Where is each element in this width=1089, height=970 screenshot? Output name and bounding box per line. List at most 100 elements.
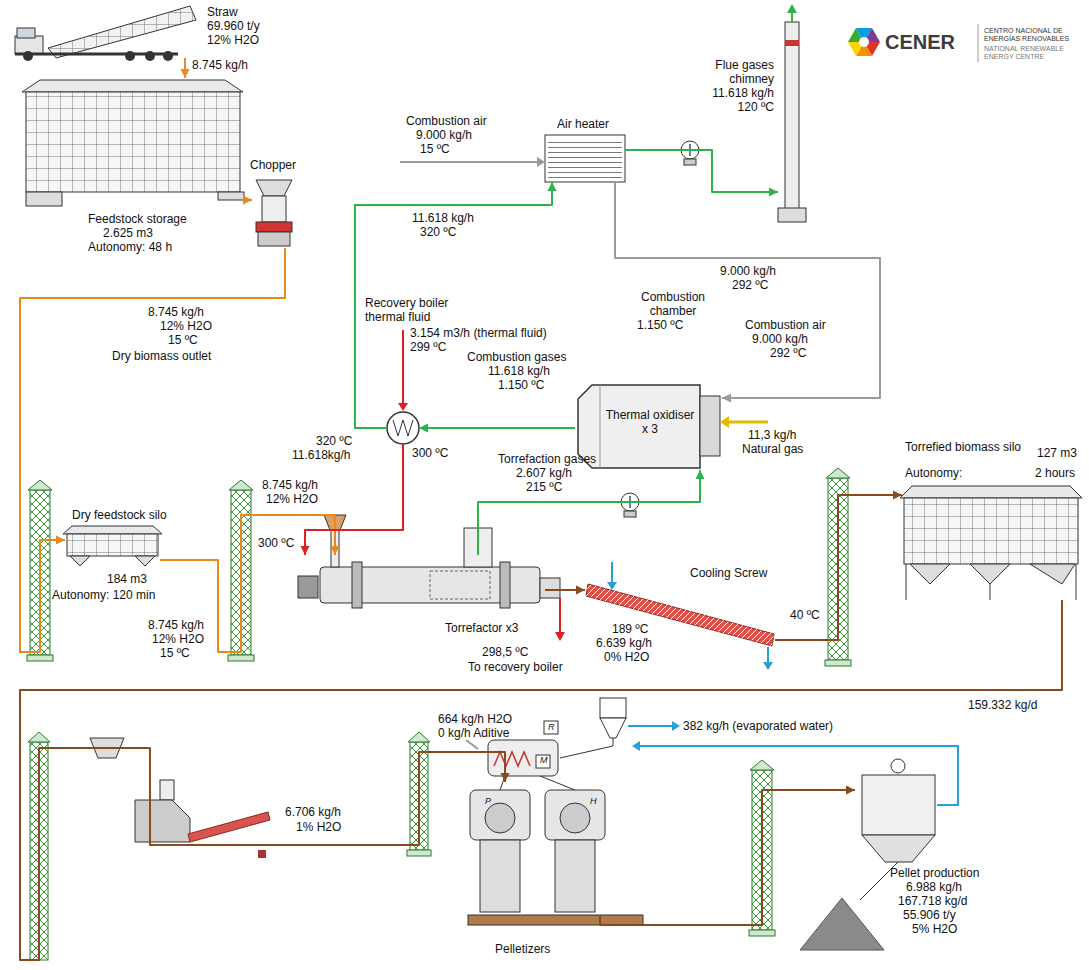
- air-heater-part: [537, 157, 545, 167]
- torrefactor-part: [500, 562, 510, 608]
- logo-text: CENER: [885, 31, 955, 53]
- equipment-label: Autonomy: 48 h: [88, 240, 172, 254]
- chimney: [778, 4, 806, 222]
- pelletizer-machines-part: [485, 803, 515, 833]
- arrow-head: [893, 491, 902, 500]
- cener-logo: [848, 24, 978, 62]
- dry-feedstock-silo-part: [70, 556, 90, 566]
- torrefactor-part: [555, 632, 565, 641]
- flow-value: 11.618 kg/h: [412, 211, 474, 225]
- flow-line: [419, 427, 575, 429]
- air-heater-part: [545, 135, 625, 182]
- pelletizer-machines-part: [560, 803, 590, 833]
- cooling-screw-part: [607, 582, 617, 590]
- bucket-elevator-part: [749, 930, 775, 936]
- equipment-label: 2 hours: [1035, 466, 1075, 480]
- air-heater-node: Air heater: [545, 135, 625, 182]
- flow-line: [615, 182, 880, 398]
- thermal-oxidiser-part: [720, 416, 729, 428]
- flow-value: 15 ºC: [160, 646, 190, 660]
- arrow-head: [696, 470, 705, 479]
- bucket-elevator-part: [825, 660, 851, 666]
- air-heater: [400, 135, 625, 182]
- air-heater-part: [548, 138, 622, 179]
- flow-line: [600, 790, 855, 925]
- storage-building-part: [218, 192, 244, 200]
- equipment-label: Torrefied biomass silo: [905, 440, 1021, 454]
- cooling-screw-part: [767, 647, 769, 662]
- logo-text: ENERGÍAS RENOVABLES: [984, 35, 1069, 43]
- equipment-label: 1.150 ºC: [637, 318, 683, 332]
- dry-feedstock-silo-part: [63, 526, 162, 534]
- chopper-part: [256, 222, 292, 232]
- equipment-label: Thermal oxidiser x 3: [605, 408, 695, 436]
- mixer-part: [672, 721, 680, 731]
- arrow-head: [846, 786, 855, 795]
- torrefied-biomass-silo-part: [1030, 564, 1075, 584]
- equipment-label: 184 m3: [107, 572, 147, 586]
- motor-letter: M: [540, 755, 548, 766]
- bucket-elevator-part: [27, 655, 53, 661]
- flow-value: 8.745 kg/h: [148, 618, 204, 632]
- storage-building: [22, 80, 244, 206]
- equipment-label: Combustion chamber: [630, 290, 716, 318]
- torrefactor-part: [559, 598, 561, 632]
- flow-connector: [775, 491, 902, 641]
- arrow-head: [56, 536, 65, 545]
- flow-value: Natural gas: [742, 442, 803, 456]
- flow-value: 299 ºC: [410, 340, 446, 354]
- mixer-part: [536, 755, 550, 768]
- flow-connector: [20, 248, 285, 652]
- pellet-cooler-part: [862, 775, 935, 835]
- equipment-label: 167.718 kg/d: [898, 894, 967, 908]
- motor-letter: H: [590, 796, 597, 807]
- flow-connector: [615, 182, 880, 403]
- dry-feedstock-silo-part: [135, 556, 155, 566]
- milling-line: [90, 738, 270, 858]
- truck-part: [23, 51, 33, 61]
- chimney-node: Flue gases chimney11.618 kg/h120 ºC: [778, 22, 806, 222]
- air-heater-part: [400, 161, 537, 163]
- cooling-screw-part: [763, 662, 773, 670]
- equipment-label: 127 m3: [1037, 446, 1077, 460]
- flow-value: 40 ºC: [790, 608, 820, 622]
- flow-value: 382 kg/h (evaporated water): [683, 719, 833, 733]
- motor-letter: R: [548, 722, 555, 733]
- flow-line: [20, 600, 1062, 960]
- dry-silo-node: Dry feedstock silo184 m3Autonomy: 120 mi…: [65, 526, 160, 568]
- pellet-cooler-part: [800, 898, 884, 950]
- chopper-part: [262, 196, 286, 222]
- mixer-part: [488, 740, 558, 776]
- recovery-boiler-part: [402, 330, 404, 404]
- equipment-label: Pelletizers: [495, 942, 550, 956]
- storage-node: Feedstock storage2.625 m3Autonomy: 48 h: [18, 78, 245, 210]
- bucket-elevator-part: [750, 760, 774, 770]
- flow-value: 292 ºC: [732, 278, 768, 292]
- mixer-part: [632, 741, 640, 751]
- flow-value: 320 ºC: [316, 434, 352, 448]
- storage-building-part: [26, 192, 62, 206]
- chopper-part: [258, 232, 290, 246]
- pelletizer-machines-part: [470, 790, 530, 840]
- flow-value: Combustion air: [745, 318, 826, 332]
- pelletizer-machines-part: [555, 840, 595, 912]
- oxidiser-node: Combustion chamber1.150 ºCThermal oxidis…: [575, 380, 722, 470]
- flow-value: 1.150 ºC: [498, 378, 544, 392]
- flow-connector: [545, 586, 585, 595]
- chimney-part: [785, 40, 799, 46]
- mixer-part: [628, 725, 672, 727]
- recovery-boiler-part: [387, 412, 419, 444]
- pellet-cooler-part: [891, 759, 905, 773]
- storage-building-part: [26, 92, 240, 192]
- flow-line: [625, 150, 778, 192]
- flow-value: 189 ºC: [612, 622, 648, 636]
- equipment-label: Feedstock storage: [88, 212, 187, 226]
- torrefactor: [298, 515, 565, 641]
- cener-logo-part: [978, 24, 979, 62]
- mixer-part: [544, 721, 558, 734]
- torrefactor-part: [352, 562, 362, 608]
- pellet-cooler-part: [862, 835, 935, 862]
- truck-part: [145, 51, 155, 61]
- chopper-part: [256, 180, 292, 196]
